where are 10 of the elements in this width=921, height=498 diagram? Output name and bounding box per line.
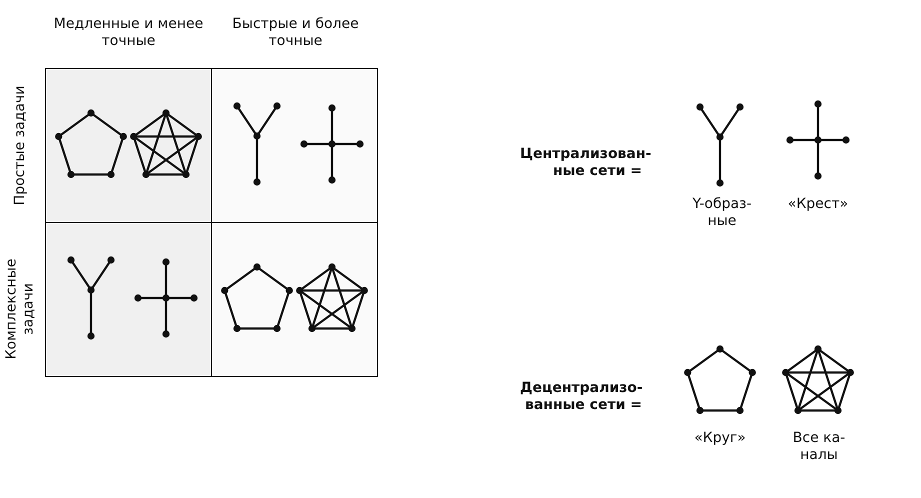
column-header: Быстрые и более точные — [232, 16, 359, 49]
network-name: «Круг» — [694, 430, 746, 446]
network-type-label: Децентрализо-ванные сети = — [520, 380, 643, 413]
network-name: Y-образ-ные — [692, 196, 752, 229]
row-header: Простые задачи — [12, 85, 28, 205]
network-name: Все ка-налы — [792, 430, 846, 463]
network-type-label: Централизован-ные сети = — [520, 146, 652, 179]
row-header: Комплексные задачи — [3, 258, 36, 359]
network-name: «Крест» — [788, 196, 848, 212]
column-header: Медленные и менее точные — [54, 16, 204, 49]
